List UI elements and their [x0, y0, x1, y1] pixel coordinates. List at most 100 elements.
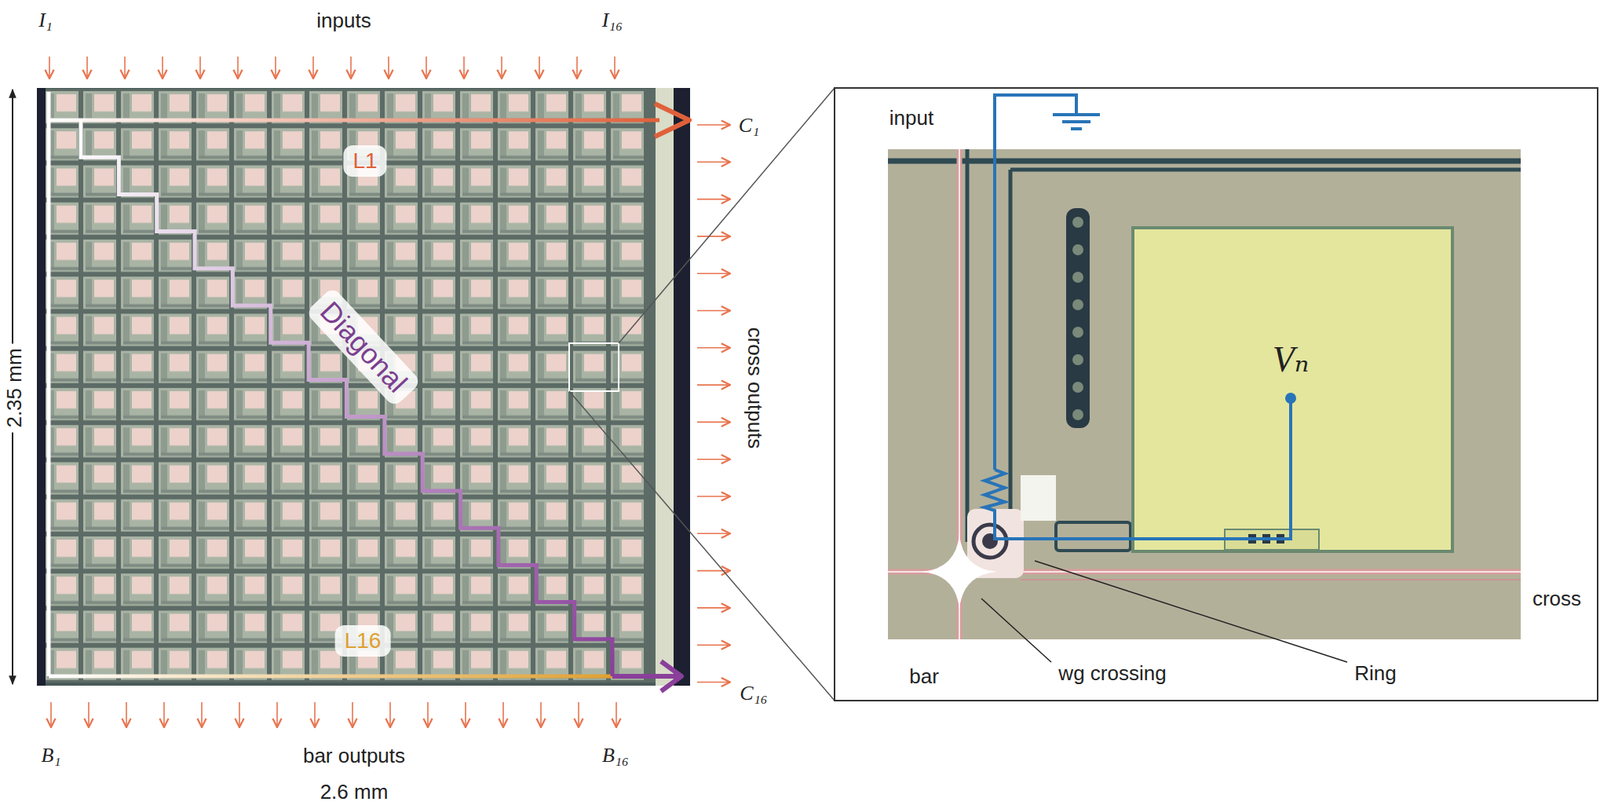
port-arrow: [697, 272, 731, 274]
light-path: [661, 661, 682, 691]
port-arrow: [87, 701, 90, 727]
port-arrow: [697, 606, 731, 609]
port-arrow: [615, 701, 618, 727]
port-arrow: [697, 310, 731, 312]
device-photo: [1072, 244, 1084, 256]
electrical-wire: [1285, 392, 1297, 404]
light-path: [48, 674, 613, 679]
path-name: L1: [352, 149, 377, 172]
device-photo: [965, 149, 970, 542]
electrical-wire: [1062, 120, 1091, 124]
port-arrow: [314, 701, 316, 727]
port-arrow: [163, 701, 165, 727]
leader-line: [981, 598, 1052, 662]
zoom-callout: [618, 87, 835, 344]
device-photo: [1072, 354, 1084, 366]
port-arrow: [538, 56, 541, 79]
path-label: L1: [343, 145, 387, 177]
port-name: B₁₆: [602, 745, 629, 766]
device-photo: [921, 533, 998, 610]
chip-photo: [36, 87, 46, 686]
port-arrow: [276, 701, 278, 727]
port-arrow: [351, 701, 354, 727]
axis-label: inputs: [316, 10, 371, 31]
zoom-callout: [834, 87, 1598, 701]
port-arrow: [697, 421, 731, 424]
port-arrow: [576, 56, 578, 79]
chip-photo: [36, 87, 691, 686]
device-photo: [1132, 227, 1453, 552]
port-arrow: [425, 56, 428, 79]
zoom-callout: [569, 343, 619, 391]
port-arrow: [49, 56, 1588, 727]
dimension-label: 2.35 mm: [2, 343, 26, 432]
electrical-wire: [984, 94, 1297, 539]
chip-photo: [43, 88, 647, 683]
zoom-callout: [569, 390, 835, 701]
electrical-wire: [1070, 127, 1082, 131]
leader-line: [981, 560, 1348, 662]
device-photo: [1020, 474, 1056, 521]
port-arrow: [427, 701, 429, 727]
port-arrow: [613, 56, 616, 79]
port-arrow: [697, 495, 731, 497]
port-name: I₁: [38, 10, 53, 31]
port-arrow: [86, 56, 88, 79]
path-name: L16: [344, 629, 382, 652]
signal-name: bar: [909, 665, 939, 687]
device-photo: [1072, 326, 1084, 338]
light-path: [612, 673, 679, 679]
port-arrow: [540, 701, 542, 727]
port-arrow: [125, 701, 128, 727]
port-arrow: [199, 56, 201, 79]
light-path: [47, 91, 52, 676]
port-name: C₁₆: [739, 683, 768, 704]
zoom-callout: [569, 87, 1598, 701]
port-name: I₁₆: [602, 10, 624, 31]
port-arrow: [50, 701, 52, 727]
port-arrow: [697, 458, 731, 461]
electrical-wire: [994, 94, 1077, 470]
port-arrow: [237, 56, 239, 79]
port-arrow: [161, 56, 164, 79]
axis-label: bar outputs: [303, 745, 406, 766]
port-arrow: [48, 56, 51, 79]
port-arrow: [697, 198, 731, 201]
port-arrow: [124, 56, 126, 79]
port-name: B₁: [41, 745, 62, 766]
device-photo: [1072, 299, 1084, 311]
port-arrow: [577, 701, 580, 727]
chip-photo: [655, 87, 674, 686]
port-arrow: [697, 643, 731, 646]
axis-label: cross outputs: [745, 327, 766, 450]
device-photo: [887, 149, 1521, 640]
port-arrow: [312, 56, 315, 79]
port-arrow: [274, 56, 277, 79]
port-arrow: [697, 383, 731, 386]
port-arrow: [464, 701, 467, 727]
port-arrow: [502, 701, 505, 727]
electrical-wire: [1052, 113, 1100, 117]
chip-photo: [673, 87, 691, 686]
port-arrow: [350, 56, 352, 79]
port-arrow: [500, 56, 503, 79]
port-arrow: [697, 532, 731, 534]
device-photo: [887, 158, 1521, 165]
device-photo: [887, 149, 1521, 640]
leader-line: [1034, 560, 1348, 662]
part-name: Ring: [1354, 662, 1396, 684]
device-photo: [1072, 216, 1084, 228]
light-path: [48, 91, 690, 691]
light-path: [654, 103, 690, 137]
port-arrow: [389, 701, 391, 727]
port-arrow: [463, 56, 465, 79]
part-name: wg crossing: [1058, 662, 1166, 684]
light-path: [48, 118, 660, 123]
device-photo: [1072, 381, 1084, 393]
port-arrow: [697, 235, 731, 238]
device-photo: [973, 524, 1007, 558]
light-path: [80, 120, 613, 676]
signal-name: cross: [1532, 588, 1582, 609]
signal-name: input: [889, 107, 934, 128]
